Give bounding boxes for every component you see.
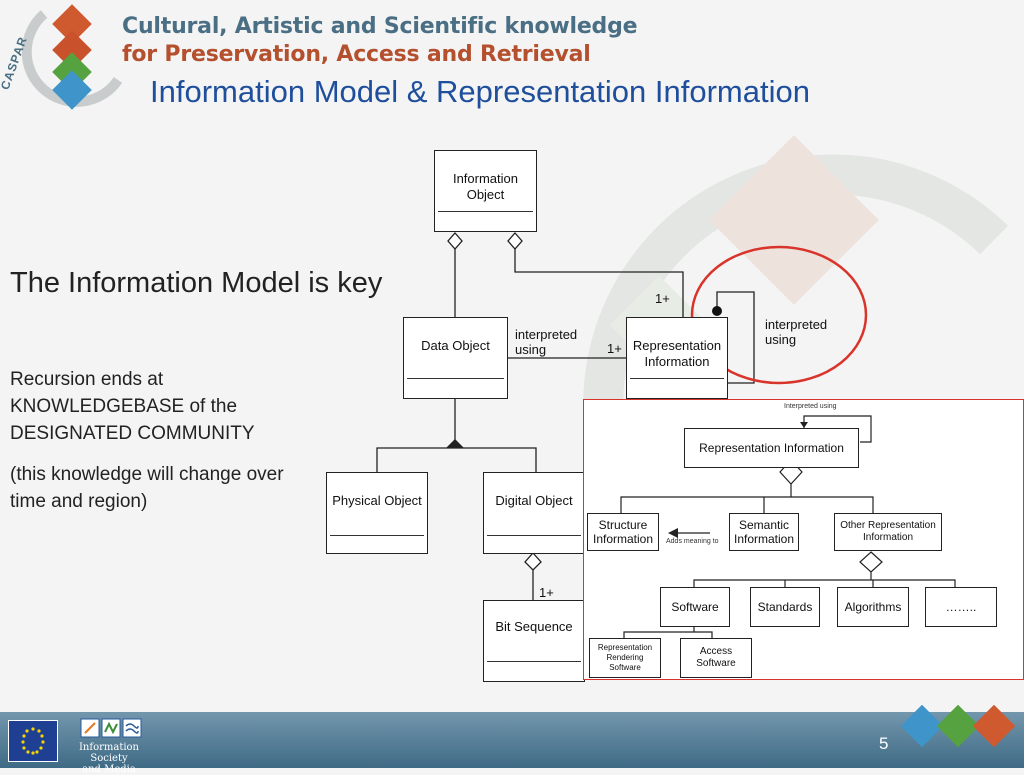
- isl-line-2: and Media: [82, 764, 136, 775]
- inset-label-interpreted-using: Interpreted using: [784, 403, 837, 410]
- standards-label: Standards: [757, 600, 813, 614]
- data-object-box: Data Object: [403, 317, 508, 399]
- structure-information-box: Structure Information: [587, 513, 659, 551]
- slide-title: Information Model & Representation Infor…: [150, 74, 810, 109]
- representation-information-box: Representation Information: [626, 317, 728, 399]
- multiplicity-bit: 1+: [539, 585, 554, 600]
- semantic-information-label: Semantic Information: [733, 518, 795, 546]
- other-representation-information-box: Other Representation Information: [834, 513, 942, 551]
- inset-representation-information-box: Representation Information: [684, 428, 859, 468]
- physical-object-box: Physical Object: [326, 472, 428, 554]
- inset-representation-information-label: Representation Information: [699, 441, 844, 455]
- multiplicity-mid: 1+: [607, 341, 622, 356]
- software-box: Software: [660, 587, 730, 627]
- access-software-box: Access Software: [680, 638, 752, 678]
- ellipsis-box: ……..: [925, 587, 997, 627]
- digital-object-box: Digital Object: [483, 472, 585, 554]
- isl-line-1: Information Society: [78, 742, 139, 764]
- divider: [407, 378, 504, 379]
- divider: [487, 535, 581, 536]
- bit-sequence-label: Bit Sequence: [495, 619, 573, 634]
- data-object-label: Data Object: [421, 338, 490, 353]
- information-object-box: Information Object: [434, 150, 537, 232]
- physical-object-label: Physical Object: [332, 493, 422, 508]
- bullet-knowledge-change: (this knowledge will change over time an…: [10, 464, 284, 512]
- other-representation-information-label: Other Representation Information: [840, 520, 936, 543]
- digital-object-label: Digital Object: [495, 493, 573, 508]
- standards-box: Standards: [750, 587, 820, 627]
- algorithms-label: Algorithms: [844, 600, 902, 614]
- heading-text: The Information Model is key: [10, 267, 383, 299]
- representation-information-inset: Interpreted using Representation Informa…: [583, 399, 1024, 680]
- edge-label-interpreted-using-loop: interpreted using: [765, 317, 828, 347]
- divider: [487, 661, 581, 662]
- header-line-2: for Preservation, Access and Retrieval: [122, 42, 591, 67]
- header-line-1: Cultural, Artistic and Scientific knowle…: [122, 14, 638, 39]
- divider: [330, 535, 424, 536]
- edge-label-interpreted-using: interpreted using: [515, 327, 578, 357]
- representation-information-label: Representation Information: [632, 338, 722, 369]
- multiplicity-top: 1+: [655, 291, 670, 306]
- representation-rendering-software-label: Representation Rendering Software: [597, 643, 653, 672]
- ellipsis-label: ……..: [945, 600, 977, 614]
- information-society-text: Information Society and Media: [62, 742, 156, 775]
- eu-flag-icon: [8, 720, 58, 762]
- information-society-logo-icon: [80, 718, 142, 738]
- software-label: Software: [671, 600, 719, 614]
- footer-bar: [0, 712, 1024, 768]
- footer-diamonds-icon: [900, 704, 1016, 748]
- bit-sequence-box: Bit Sequence: [483, 600, 585, 682]
- divider: [630, 378, 724, 379]
- representation-rendering-software-box: Representation Rendering Software: [589, 638, 661, 678]
- adds-meaning-to-label: Adds meaning to: [666, 538, 719, 545]
- eu-stars-icon: [21, 727, 45, 755]
- information-object-label: Information Object: [452, 171, 519, 202]
- semantic-information-box: Semantic Information: [729, 513, 799, 551]
- access-software-label: Access Software: [696, 646, 736, 669]
- bullet-recursion: Recursion ends at KNOWLEDGEBASE of the D…: [10, 369, 255, 444]
- divider: [438, 211, 533, 212]
- structure-information-label: Structure Information: [592, 518, 654, 546]
- page-number: 5: [879, 734, 889, 753]
- algorithms-box: Algorithms: [837, 587, 909, 627]
- caspar-logo: [21, 4, 123, 110]
